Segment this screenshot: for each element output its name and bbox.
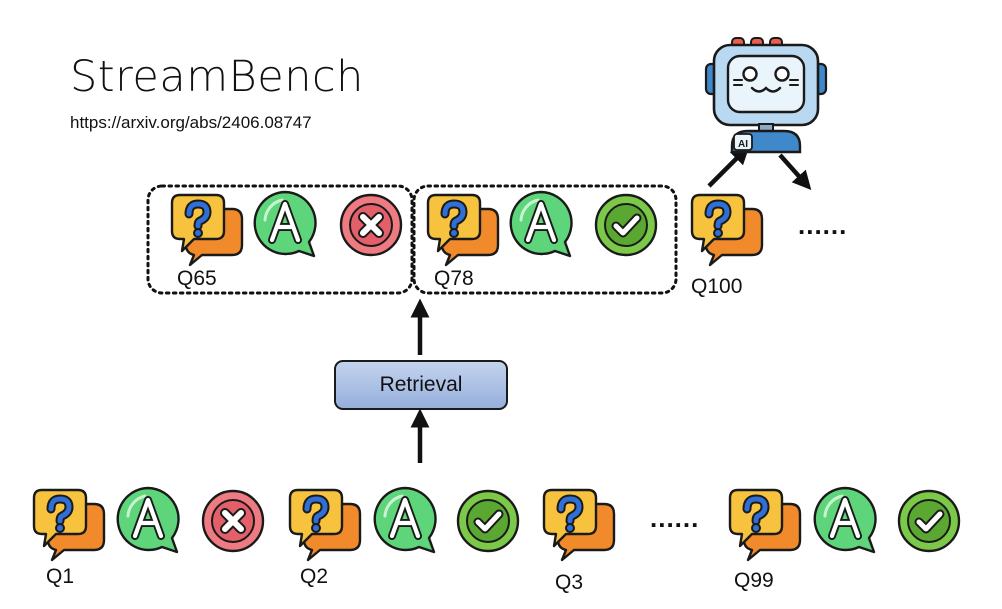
answer-icon [815,488,876,552]
correct-icon [899,491,959,551]
question-icon [290,490,360,560]
retrieved-group-q78 [412,184,678,295]
label-q1: Q1 [46,565,75,588]
retrieval-box: Retrieval [334,360,508,410]
label-q3: Q3 [555,571,584,594]
answer-icon [255,192,316,256]
retrieved-group-q65 [146,184,414,295]
retrieval-label: Retrieval [379,373,463,396]
question-icon [730,490,800,560]
ellipsis-bottom: ...... [650,503,700,533]
robot-agent-icon: AI [704,37,828,154]
paper-url: https://arxiv.org/abs/2406.08747 [70,113,312,132]
answer-icon [118,488,179,552]
diagram-title: StreamBench [70,52,364,102]
label-q100: Q100 [691,275,743,298]
question-icon [692,195,762,265]
question-icon [172,195,242,265]
ellipsis-top: ...... [798,210,848,240]
label-q65: Q65 [177,267,217,290]
label-q2: Q2 [300,565,329,588]
wrong-icon [203,491,263,551]
correct-icon [458,491,518,551]
label-q78: Q78 [434,267,474,290]
question-icon [544,490,614,560]
wrong-icon [341,195,401,255]
question-icon [34,490,104,560]
answer-icon [511,192,572,256]
correct-icon [596,195,656,255]
answer-icon [375,488,436,552]
arrow-from-agent [778,153,812,191]
arrow-to-agent [707,145,750,188]
question-icon [428,195,498,265]
robot-badge-label: AI [738,139,748,150]
label-q99: Q99 [734,569,774,592]
